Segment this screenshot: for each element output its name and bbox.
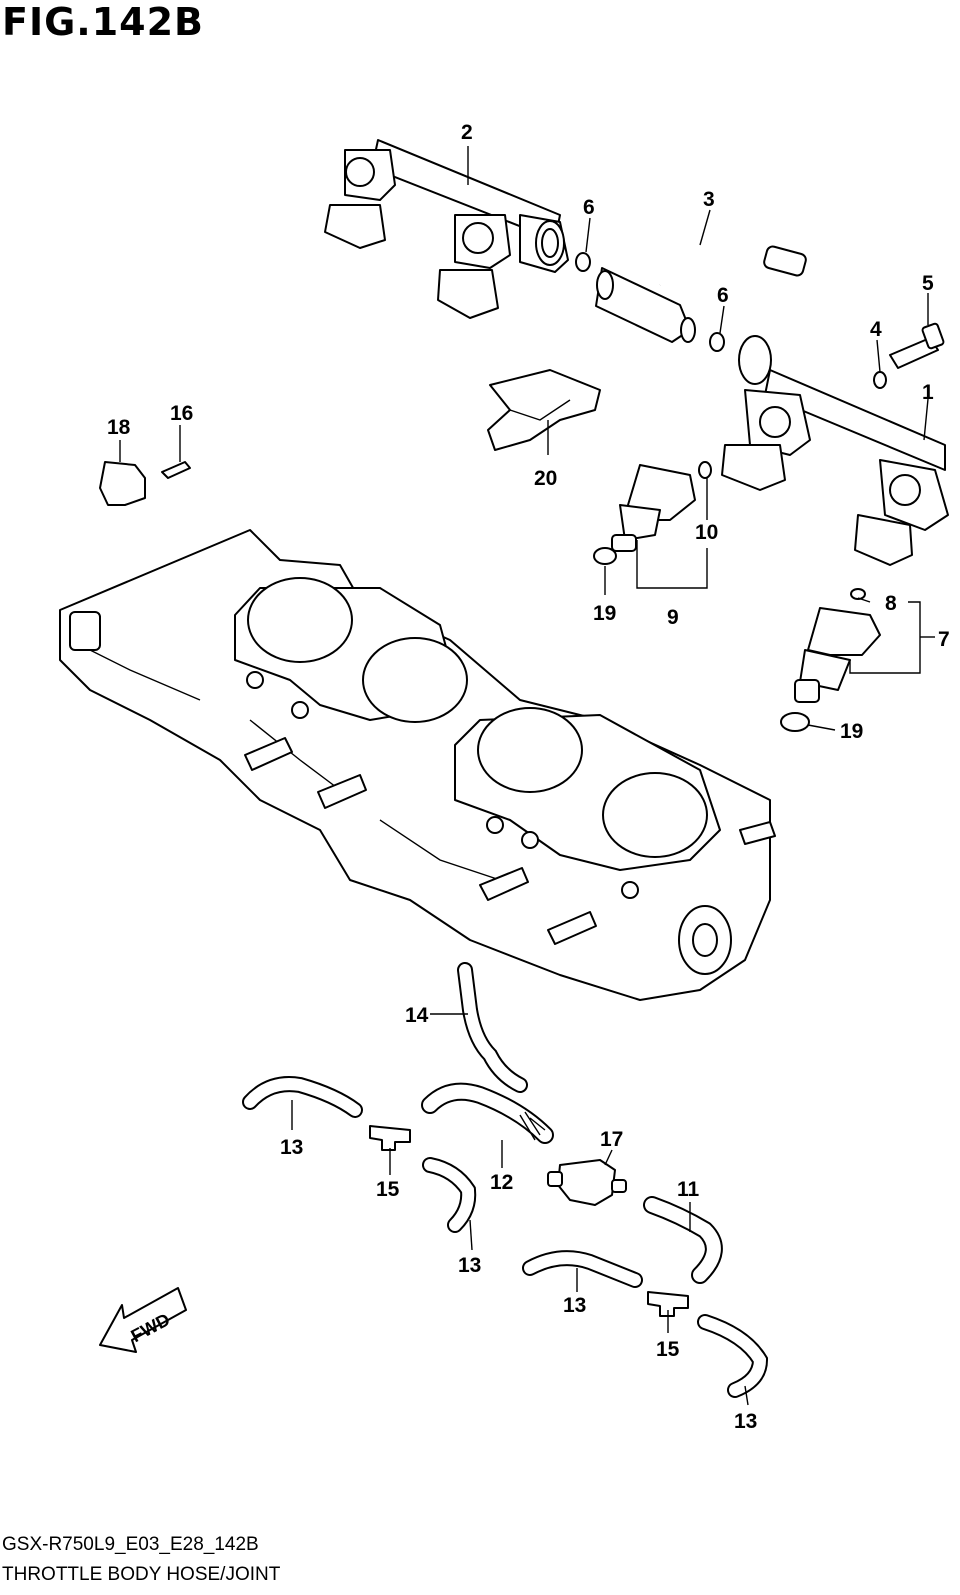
hose-12 [421, 1082, 554, 1144]
hose-13d [697, 1314, 769, 1398]
sensor-18 [99, 461, 146, 506]
leader-lines [119, 146, 935, 1406]
clamp-20 [487, 369, 601, 451]
o-ring-10 [698, 461, 712, 479]
callout-5: 5 [922, 272, 934, 295]
callout-12: 12 [490, 1171, 513, 1194]
fwd-arrow: FWD [99, 1287, 187, 1353]
joint-17 [547, 1159, 627, 1206]
callout-10: 10 [695, 521, 718, 544]
callout-13c: 13 [563, 1294, 586, 1317]
throttle-body-assembly [59, 529, 776, 1001]
joint-15a [369, 1125, 411, 1151]
o-ring-6a [575, 252, 591, 272]
callout-13a: 13 [280, 1136, 303, 1159]
callout-15a: 15 [376, 1178, 400, 1201]
callout-19a: 19 [593, 602, 616, 625]
o-ring-6b [709, 332, 725, 352]
fuel-delivery-pipe-1 [721, 335, 949, 566]
injector-9 [611, 464, 696, 552]
cushion-19b [780, 712, 810, 732]
o-ring-8 [850, 588, 866, 600]
hose-13c [522, 1250, 643, 1288]
callout-13b: 13 [458, 1254, 481, 1277]
callout-16: 16 [170, 402, 193, 425]
callout-19b: 19 [840, 720, 863, 743]
hose-11 [643, 1196, 723, 1284]
callout-20: 20 [534, 467, 557, 490]
callout-6a: 6 [583, 196, 595, 219]
cushion-19a [593, 547, 617, 565]
injector-7 [794, 607, 881, 703]
fuel-delivery-pipe-2 [324, 139, 569, 319]
callout-11: 11 [677, 1178, 700, 1201]
screw-16 [161, 461, 191, 479]
callout-2: 2 [461, 121, 473, 144]
callout-1: 1 [922, 381, 934, 404]
callout-3: 3 [703, 188, 715, 211]
fuel-hose-3 [595, 234, 807, 343]
footer-caption: THROTTLE BODY HOSE/JOINT [2, 1564, 281, 1585]
callout-8: 8 [885, 592, 897, 615]
callout-4: 4 [870, 318, 882, 341]
callout-15b: 15 [656, 1338, 680, 1361]
hose-13b [422, 1157, 477, 1233]
callout-17: 17 [600, 1128, 623, 1151]
callout-14: 14 [405, 1004, 429, 1027]
footer-code: GSX-R750L9_E03_E28_142B [2, 1534, 259, 1555]
callouts: 1 2 3 4 5 6 6 7 8 9 10 11 12 13 13 13 13… [107, 121, 950, 1433]
joint-15b [647, 1291, 689, 1317]
hose-14 [457, 962, 528, 1093]
callout-7: 7 [938, 628, 950, 651]
figure-title: FIG.142B [2, 0, 205, 44]
callout-18: 18 [107, 416, 131, 439]
hose-13a [242, 1076, 363, 1118]
bolt-5 [889, 322, 945, 369]
callout-13d: 13 [734, 1410, 757, 1433]
washer-4 [873, 371, 887, 389]
callout-9: 9 [667, 606, 679, 629]
callout-6b: 6 [717, 284, 729, 307]
